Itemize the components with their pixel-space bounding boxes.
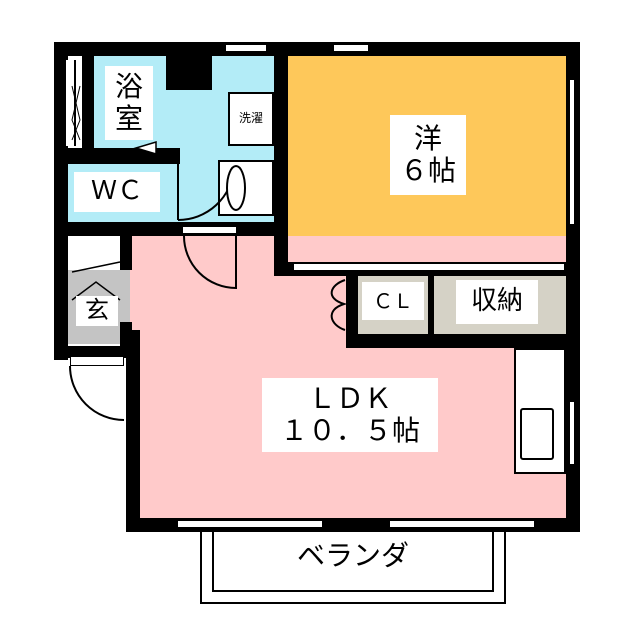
wall-entrance-right (120, 236, 132, 270)
closet-label-text: ＣＬ (373, 288, 413, 313)
sink (520, 408, 554, 460)
wall-top (54, 42, 580, 56)
wall-bath-left (82, 56, 94, 148)
door-frame-entrance (70, 356, 124, 366)
window-ldk-bottom-left (178, 519, 322, 529)
closet-label: ＣＬ (362, 282, 424, 320)
bath-label-line1: 浴 (114, 69, 143, 103)
wall-entrance-bottom (54, 346, 140, 358)
veranda-label-text: ベランダ (296, 539, 409, 572)
wc-label-text: ＷＣ (90, 176, 143, 207)
entrance-label: 玄 (76, 296, 118, 326)
door-frame-ldk (183, 225, 236, 235)
window-wash-top (226, 44, 266, 52)
western-label-line1: 洋 (413, 121, 442, 155)
wall-closet-storage (428, 276, 434, 334)
wall-bath-right (166, 56, 212, 90)
bath-label: 浴 室 (105, 66, 153, 140)
storage-label-text: 収納 (470, 286, 523, 317)
veranda-inner (212, 532, 494, 592)
entrance-label-text: 玄 (85, 296, 109, 325)
wall-entrance-right-lower (120, 322, 132, 358)
window-bath-left (64, 60, 76, 146)
wall-western-left (274, 42, 288, 274)
window-ldk-right (568, 402, 576, 464)
western-label: 洋 ６帖 (390, 115, 466, 195)
western-label-line2: ６帖 (399, 154, 456, 187)
washer-label: 洗濯 (230, 100, 272, 138)
wall-closet-bottom (346, 334, 580, 348)
window-ldk-bottom-right (390, 519, 534, 529)
bath-label-line2: 室 (114, 102, 143, 135)
wall-ldk-left (126, 330, 140, 532)
ldk-label-line1: ＬＤＫ (307, 381, 392, 415)
veranda-label: ベランダ (200, 536, 506, 576)
washer-label-text: 洗濯 (238, 111, 263, 126)
ldk-label: ＬＤＫ １０．５帖 (262, 378, 438, 452)
sliding-door-western (294, 263, 564, 271)
wall-closet-left (346, 262, 358, 348)
wc-label: ＷＣ (74, 172, 160, 212)
storage-label: 収納 (456, 280, 538, 324)
window-western-top (334, 44, 368, 52)
window-western-right (568, 80, 576, 224)
ldk-label-line2: １０．５帖 (279, 414, 420, 447)
